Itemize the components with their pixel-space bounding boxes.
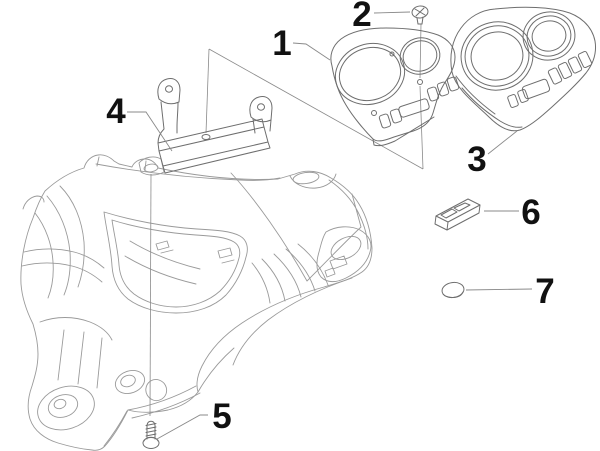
left-face-contours	[21, 185, 105, 299]
cluster-button	[557, 61, 573, 80]
panel-screw-hole	[417, 79, 423, 85]
screw-threaded-shaft	[145, 420, 157, 440]
bracket-mount-boss	[138, 156, 165, 176]
panel-outline	[330, 27, 456, 142]
bracket-mount-hole	[143, 163, 159, 173]
panel-thickness-edge	[372, 116, 435, 147]
body-top-edge-details	[95, 156, 337, 189]
screw-cross-slot	[414, 7, 426, 17]
callout-labels: 1 2 3 4 5 6 7	[106, 0, 554, 436]
bracket-left-tab	[157, 78, 181, 105]
button-slot	[426, 86, 440, 102]
cluster-button	[567, 56, 583, 74]
speedometer-opening-inner	[338, 46, 402, 102]
button-slot	[389, 108, 403, 124]
display-slot	[398, 98, 430, 118]
rubber-cap	[441, 281, 465, 299]
blanking-insert	[434, 198, 481, 231]
callout-label-7: 7	[535, 272, 554, 311]
leader-2	[373, 11, 411, 14]
cap-rim-arc	[442, 291, 464, 298]
cap-oval	[441, 281, 465, 299]
gauge-opening-outer	[399, 37, 441, 75]
cluster-display	[521, 78, 551, 100]
headlight-boss-outer	[37, 385, 95, 431]
headlight-boss-inner	[47, 394, 79, 418]
callout-label-2: 2	[352, 0, 371, 34]
button-slot	[446, 76, 460, 92]
insert-box-faces	[434, 198, 481, 231]
speedometer-bezel-inner	[470, 31, 524, 81]
leader-3	[487, 130, 518, 155]
leader-1	[292, 42, 331, 61]
instrument-recess-outer-rim	[103, 211, 248, 314]
gauge-opening-inner	[402, 40, 438, 72]
support-bracket	[157, 78, 273, 174]
right-switch-pocket	[316, 226, 372, 283]
bracket-right-tab	[249, 96, 273, 123]
button-slot	[436, 81, 450, 97]
button-slot	[378, 113, 392, 129]
callout-leader-lines	[127, 11, 533, 440]
cluster-small-slot	[507, 94, 519, 108]
cluster-button	[577, 50, 593, 69]
headlight-boss-center	[53, 398, 67, 410]
speedometer-bezel-outer	[460, 21, 534, 91]
leader-7	[465, 288, 533, 291]
bracket-arms-and-plate	[157, 101, 272, 174]
instrument-cluster	[450, 6, 596, 132]
speedometer-bezel-mid	[464, 25, 530, 87]
align-line-screw2-to-panel	[419, 23, 424, 170]
assembly-alignment-lines	[149, 23, 424, 417]
screw-head-dome	[143, 436, 159, 442]
leader-5	[156, 414, 208, 440]
cluster-housing-outline	[450, 6, 596, 132]
callout-label-1: 1	[272, 24, 291, 63]
panel-hole-top	[389, 51, 395, 57]
column-boss-inner	[120, 374, 136, 388]
top-mounting-screw	[411, 5, 429, 25]
body-silhouette	[20, 154, 373, 451]
steering-column-details	[39, 317, 201, 447]
instrument-recess-inner-rim	[111, 219, 241, 308]
callout-label-4: 4	[106, 92, 126, 131]
callout-label-5: 5	[212, 397, 231, 436]
leader-4	[127, 111, 173, 152]
bracket-right-hole	[257, 103, 265, 111]
instrument-panel-frame	[330, 27, 460, 147]
handlebar-cover-body	[20, 154, 373, 451]
screw-boss	[145, 379, 168, 402]
callout-label-3: 3	[467, 140, 486, 179]
top-platform-oval-opening	[292, 171, 320, 185]
switch-pocket-oval	[330, 235, 362, 261]
align-line-panel-right	[208, 48, 424, 170]
bracket-plate-hole	[201, 134, 211, 140]
insert-top-recesses	[440, 202, 471, 219]
cluster-small-slot	[517, 89, 529, 103]
cluster-bottom-lip	[455, 75, 523, 128]
cluster-button	[547, 67, 563, 85]
gauge-bezel-mid	[526, 15, 572, 57]
upper-right-face	[230, 172, 369, 282]
screw-shaft	[416, 16, 424, 25]
gauge-bezel-inner	[531, 20, 567, 52]
column-boss-outer	[114, 370, 146, 394]
screw-head	[411, 5, 429, 19]
panel-hole-bottom	[371, 110, 377, 116]
align-line-bracket-to-screw	[149, 173, 152, 417]
surface-rib-fan	[197, 243, 353, 393]
gauge-bezel-outer	[522, 11, 576, 61]
align-line-panel-left	[205, 48, 210, 134]
recess-floor-details	[124, 240, 235, 285]
bracket-left-hole	[165, 85, 173, 93]
bottom-self-tapping-screw	[142, 420, 160, 449]
callout-label-6: 6	[521, 193, 540, 232]
speedometer-opening-outer	[334, 42, 406, 106]
